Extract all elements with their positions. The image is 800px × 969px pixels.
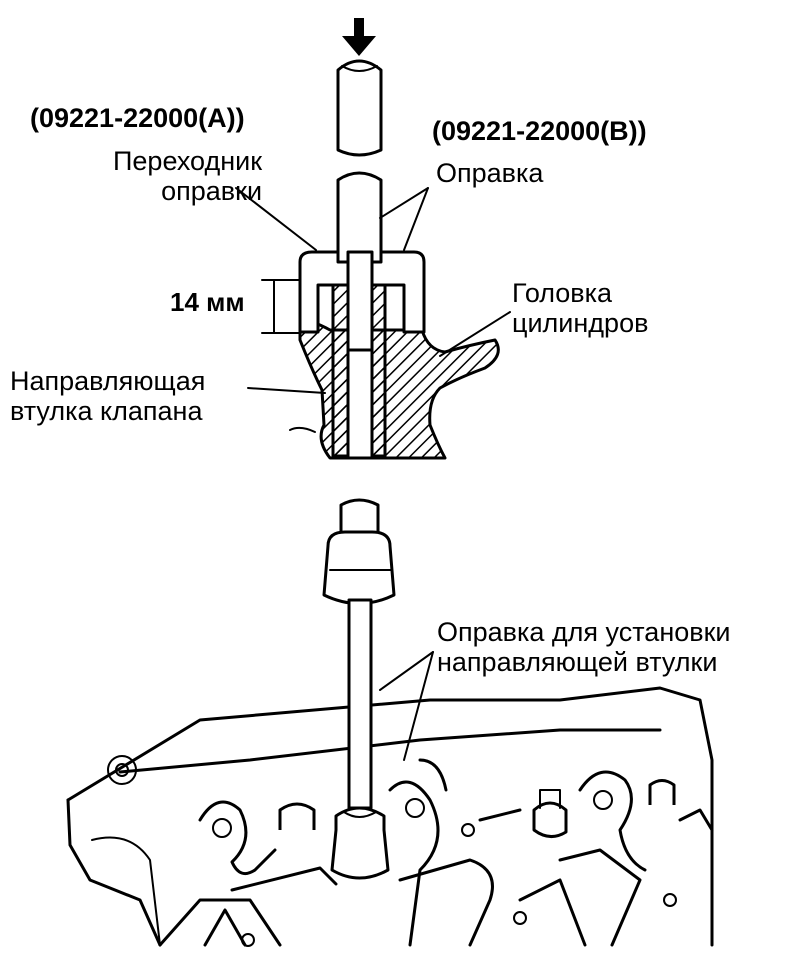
mandrel (336, 171, 383, 460)
mandrel-adapter (298, 250, 426, 334)
cylinder-head-label-line1: Головка (512, 278, 613, 308)
valve-guide-label-line2: втулка клапана (10, 396, 203, 426)
adapter-label-line1: Переходник (113, 146, 263, 176)
tool-b-code: (09221-22000(B)) (432, 116, 647, 146)
press-arrow-icon (342, 18, 376, 56)
adapter-label: Переходник оправки (113, 146, 262, 206)
dimension-label: 14 мм (170, 287, 245, 317)
press-rod (336, 59, 383, 157)
valve-guide-label-line1: Направляющая (10, 366, 206, 396)
leader-lines-bottom (379, 651, 434, 761)
adapter-label-line2: оправки (161, 176, 263, 206)
installer-label-line1: Оправка для установки (437, 617, 731, 647)
installer-label: Оправка для установки направляющей втулк… (437, 617, 731, 677)
leader-lines-top (235, 187, 511, 394)
installer-label-line2: направляющей втулки (437, 647, 718, 677)
cylinder-head-label-line2: цилиндров (512, 308, 649, 338)
tool-a-code: (09221-22000(A)) (30, 103, 245, 133)
cylinder-head-block (66, 686, 714, 947)
dimension-marker (261, 279, 301, 334)
cylinder-head-section (289, 318, 500, 460)
cylinder-head-label: Головка цилиндров (512, 278, 648, 338)
guide-installer-tool (322, 498, 396, 880)
valve-guide-label: Направляющая втулка клапана (10, 366, 205, 426)
mandrel-label: Оправка (436, 158, 544, 188)
